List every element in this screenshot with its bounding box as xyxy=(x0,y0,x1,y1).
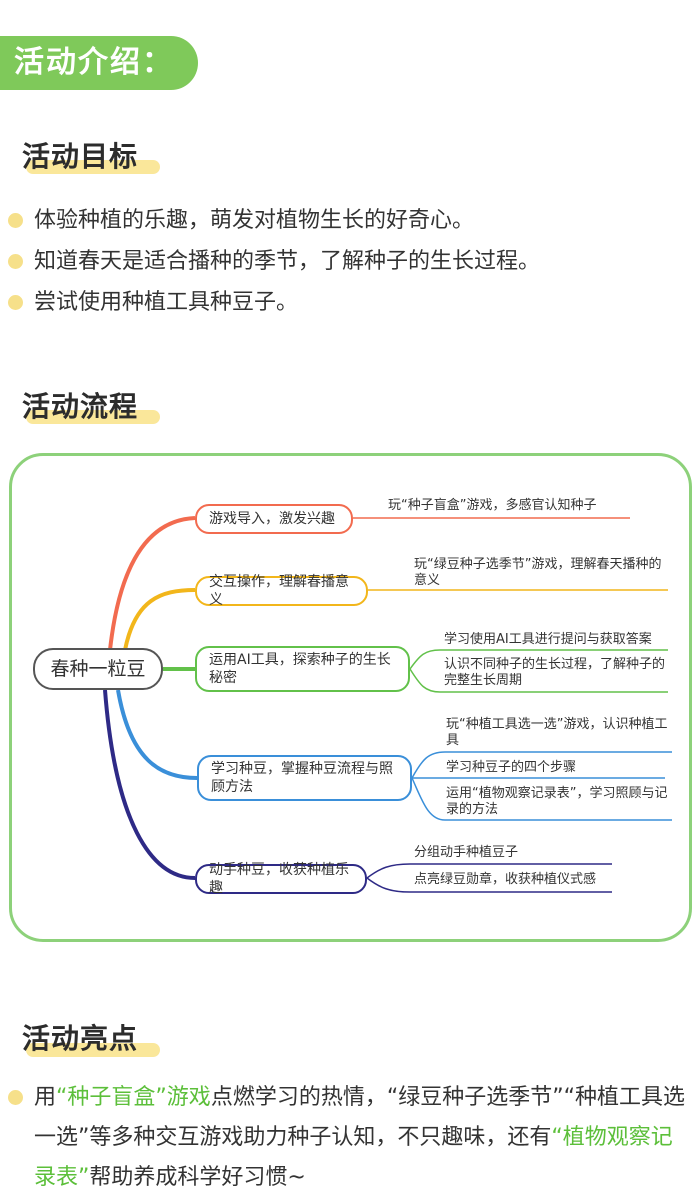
process-title: 活动流程 xyxy=(22,390,139,423)
list-item: 体验种植的乐趣，萌发对植物生长的好奇心。 xyxy=(8,200,688,241)
process-title-underline xyxy=(26,410,160,424)
bullet-dot-icon xyxy=(8,295,23,310)
bullet-dot-icon xyxy=(8,1090,23,1105)
mindmap-branch: 运用AI工具，探索种子的生长秘密 xyxy=(195,646,410,692)
mindmap-leaf: 学习种豆子的四个步骤 xyxy=(446,760,577,775)
mindmap-branch: 动手种豆，收获种植乐趣 xyxy=(195,862,367,896)
goals-title-underline xyxy=(26,160,160,174)
intro-tag: 活动介绍： xyxy=(0,36,198,90)
list-item: 尝试使用种植工具种豆子。 xyxy=(8,282,688,323)
highlights-paragraph: 用“种子盲盒”游戏点燃学习的热情，“绿豆种子选季节”“种植工具选一选”等多种交互… xyxy=(8,1078,692,1198)
mindmap-leaf: 学习使用AI工具进行提问与获取答案 xyxy=(444,632,652,647)
highlights-title: 活动亮点 xyxy=(22,1022,139,1055)
mindmap-leaf: 运用“植物观察记录表”，学习照顾与记录的方法 xyxy=(446,786,668,817)
mindmap-leaf: 玩“绿豆种子选季节”游戏，理解春天播种的意义 xyxy=(414,557,662,588)
bullet-dot-icon xyxy=(8,213,23,228)
mindmap-frame xyxy=(9,453,692,942)
mindmap-branch: 交互操作，理解春播意义 xyxy=(195,574,368,608)
goals-title: 活动目标 xyxy=(22,140,139,173)
mindmap-branch: 游戏导入，激发兴趣 xyxy=(195,504,353,534)
list-item: 知道春天是适合播种的季节，了解种子的生长过程。 xyxy=(8,241,688,282)
goals-list: 体验种植的乐趣，萌发对植物生长的好奇心。 知道春天是适合播种的季节，了解种子的生… xyxy=(8,200,688,323)
mindmap-leaf: 分组动手种植豆子 xyxy=(414,845,519,860)
mindmap-branch: 学习种豆，掌握种豆流程与照顾方法 xyxy=(197,755,412,801)
mindmap-leaf: 玩“种植工具选一选”游戏，认识种植工具 xyxy=(446,717,668,748)
mindmap-root: 春种一粒豆 xyxy=(33,648,163,690)
mindmap-leaf: 玩“种子盲盒”游戏，多感官认知种子 xyxy=(388,498,597,513)
bullet-dot-icon xyxy=(8,254,23,269)
mindmap-leaf: 点亮绿豆勋章，收获种植仪式感 xyxy=(414,872,597,887)
highlights-title-underline xyxy=(26,1043,160,1057)
mindmap-leaf: 认识不同种子的生长过程，了解种子的完整生长周期 xyxy=(444,657,666,688)
